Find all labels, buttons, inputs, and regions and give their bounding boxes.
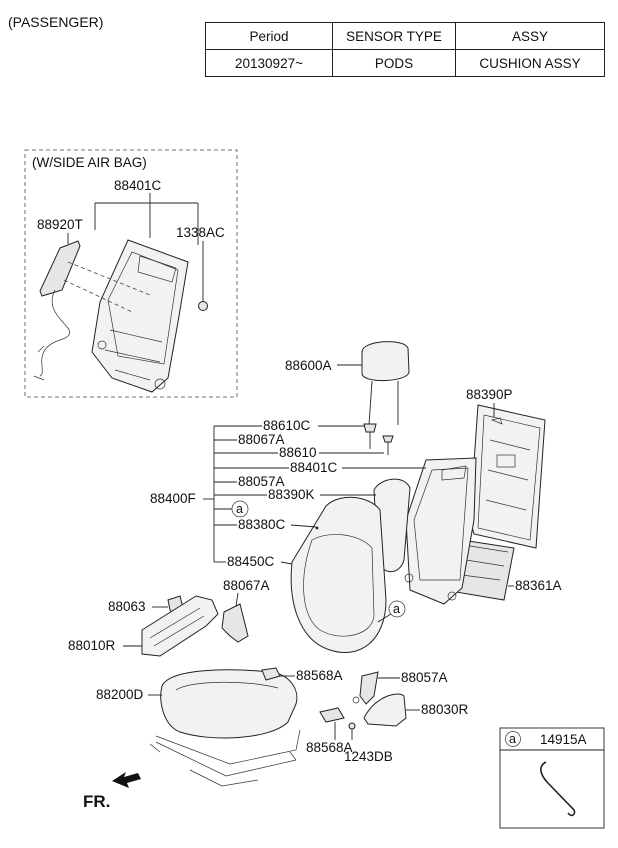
table-cell-assy: CUSHION ASSY: [455, 49, 605, 77]
label-cover-a2: 88067A: [223, 578, 270, 593]
inset-title: (W/SIDE AIR BAG): [32, 155, 147, 170]
legend-circle-a: [505, 731, 521, 747]
label-clip-top: 88568A: [296, 668, 343, 683]
label-frame: 88401C: [290, 460, 338, 475]
hook-wire-icon: [540, 761, 576, 817]
seat-cushion: [149, 669, 301, 787]
inset-nut: [198, 301, 208, 311]
side-shield: [363, 693, 407, 727]
label-back-cover2: 88450C: [227, 554, 275, 569]
inset-seat-frame: [91, 239, 189, 393]
legend-part-number: 14915A: [540, 732, 587, 747]
spec-table: Period SENSOR TYPE ASSY 20130927~ PODS C…: [205, 22, 605, 77]
label-back-board: 88390P: [466, 387, 513, 402]
label-knob: 88063: [108, 599, 146, 614]
label-headrest: 88600A: [285, 358, 332, 373]
label-front: FR.: [83, 792, 110, 811]
spec-table-row: 20130927~ PODS CUSHION ASSY: [205, 49, 605, 77]
table-header-assy: ASSY: [455, 22, 605, 50]
spec-table-header-row: Period SENSOR TYPE ASSY: [205, 22, 605, 50]
label-assy: 88400F: [150, 491, 196, 506]
legend-box: [499, 727, 605, 829]
label-guide: 88610: [279, 445, 317, 460]
inset-airbag-module: [33, 240, 151, 381]
table-cell-sensor-type: PODS: [332, 49, 456, 77]
label-back-panel: 88361A: [515, 578, 562, 593]
table-header-period: Period: [205, 22, 333, 50]
headrest: [361, 341, 410, 426]
inset-label-frame: 88401C: [114, 178, 162, 193]
label-cover-a1: 88067A: [238, 432, 285, 447]
front-arrow-icon: [112, 772, 141, 788]
variant-label: (PASSENGER): [8, 14, 104, 30]
label-bracket-a: 88057A: [238, 474, 285, 489]
label-circle-a: a: [236, 502, 243, 516]
label-clip-bottom: 88568A: [306, 740, 353, 755]
table-cell-period: 20130927~: [205, 49, 333, 77]
inset-box: [24, 149, 238, 398]
mounting-screw: [348, 722, 356, 740]
headrest-guide-c: [363, 423, 377, 449]
circle-a-marker-2: [388, 600, 406, 618]
legend-circle-label: a: [509, 732, 516, 746]
cushion-clip-bottom: [319, 707, 345, 723]
seat-back-cover: [290, 496, 387, 654]
label-back-cover: 88380C: [238, 517, 286, 532]
inset-label-nut: 1338AC: [176, 225, 225, 240]
inset-label-airbag: 88920T: [37, 217, 83, 232]
cushion-bracket: [352, 671, 379, 705]
seat-back-board: [469, 404, 546, 549]
label-bracket-b: 88057A: [401, 670, 448, 685]
label-circle-a2: a: [393, 602, 400, 616]
label-screw: 1243DB: [344, 749, 393, 764]
label-side-cover: 88010R: [68, 638, 116, 653]
label-cushion: 88200D: [96, 687, 144, 702]
side-cover-trim: [221, 603, 249, 643]
label-guide-c: 88610C: [263, 418, 311, 433]
seat-back-frame: [404, 457, 477, 605]
label-shield: 88030R: [421, 702, 469, 717]
headrest-guide: [382, 435, 394, 455]
label-pad: 88390K: [268, 487, 315, 502]
table-header-sensor-type: SENSOR TYPE: [332, 22, 456, 50]
seat-side-cover: [141, 595, 219, 657]
